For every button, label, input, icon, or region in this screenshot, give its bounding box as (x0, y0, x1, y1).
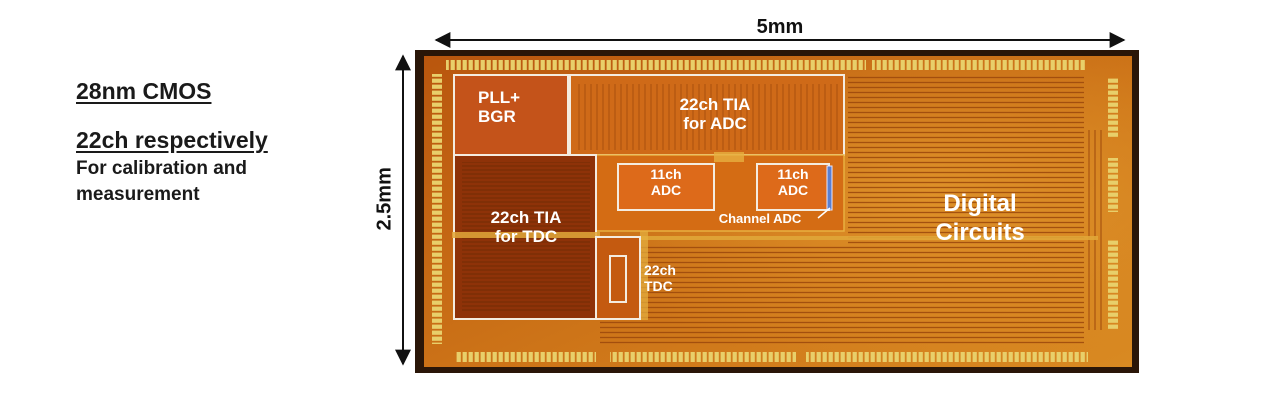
channel-adc-marker (826, 165, 833, 211)
adc-left-label: 11ch ADC (650, 166, 682, 199)
tdc-label: 22ch TDC (644, 262, 676, 295)
channel-adc-pointer (817, 207, 831, 219)
channel-adc-label: Channel ADC (718, 211, 802, 226)
purpose-label: For calibration and measurement (76, 156, 268, 208)
pad-ring-bottom-left (456, 352, 596, 362)
purpose-line-2: measurement (76, 184, 200, 205)
pad-ring-right-1 (1108, 78, 1118, 138)
purpose-line-1: For calibration and (76, 158, 248, 179)
digital-circuits-label: Digital Circuits (935, 190, 1025, 246)
tdc-core (609, 255, 627, 303)
tia-adc-label: 22ch TIA for ADC (679, 95, 751, 134)
pad-ring-top-right (872, 60, 1086, 70)
tdc-block (595, 236, 641, 320)
pll-bgr-block (453, 74, 569, 156)
pad-ring-left (432, 74, 442, 344)
pad-ring-right-2 (1108, 158, 1118, 212)
adc-left-block (617, 163, 715, 211)
pad-ring-top-left (446, 60, 866, 70)
chip-description: 28nm CMOS 22ch respectively For calibrat… (76, 78, 268, 208)
adc-right-block (756, 163, 830, 211)
pad-ring-bottom-right (806, 352, 1088, 362)
digital-circuits-area (848, 76, 1084, 344)
pad-ring-bottom-mid (610, 352, 796, 362)
adc-right-label: 11ch ADC (777, 166, 809, 199)
pad-ring-right-3 (1108, 240, 1118, 330)
tia-tdc-label: 22ch TIA for TDC (490, 208, 562, 247)
process-label: 28nm CMOS (76, 78, 212, 104)
channel-count-label: 22ch respectively (76, 127, 268, 153)
pll-bgr-label: PLL+ BGR (478, 88, 521, 127)
